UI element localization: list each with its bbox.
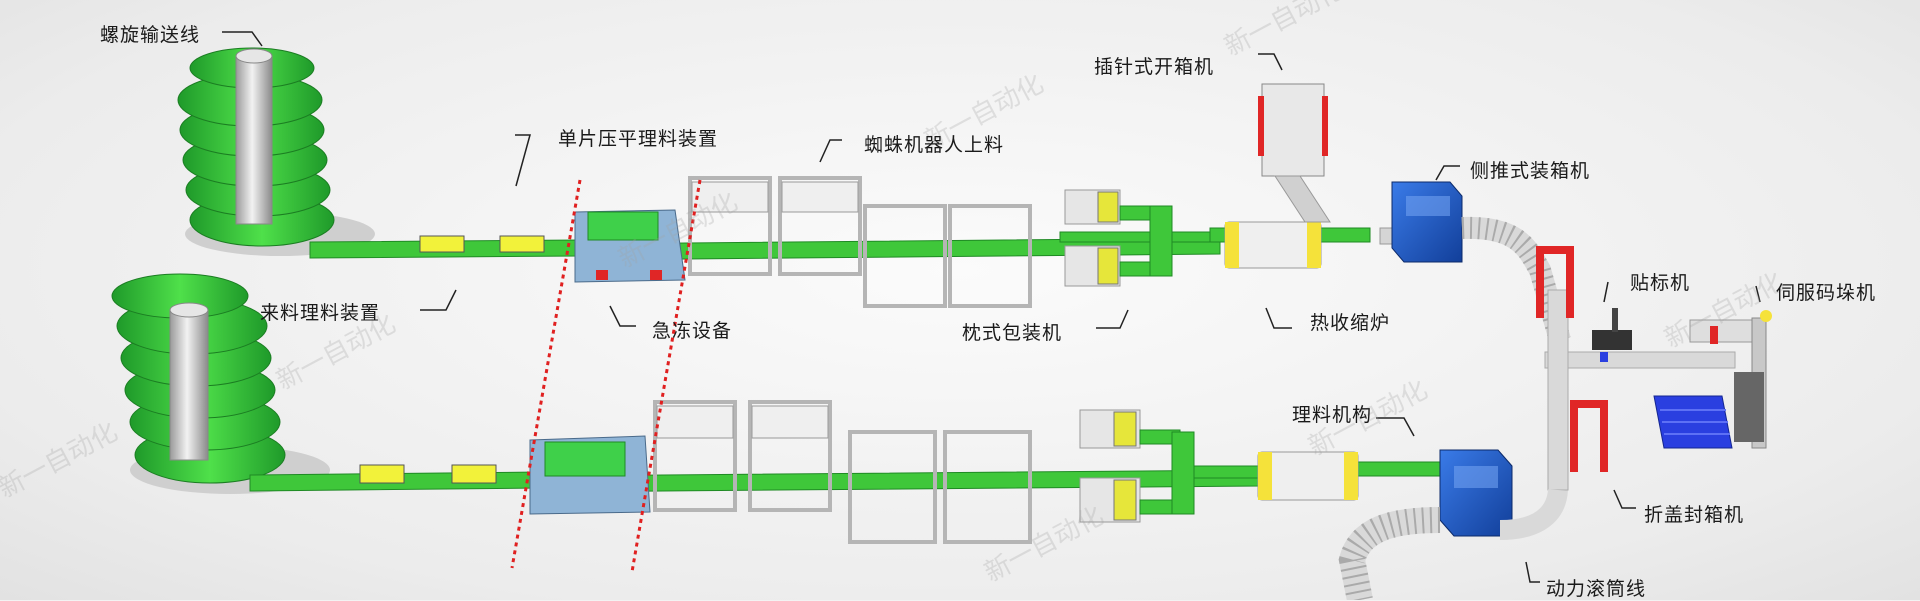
flap-sealer-bottom — [1570, 400, 1608, 472]
spiral-conveyor-top — [177, 47, 375, 256]
pillow-packers-bottom — [1079, 409, 1195, 523]
label-spiral-conveyor: 螺旋输送线 — [100, 24, 201, 46]
label-roller-line: 动力滚筒线 — [1546, 578, 1647, 600]
label-quick-freeze: 急冻设备 — [652, 320, 733, 342]
heat-shrink-top — [1224, 221, 1322, 269]
roller-line-top-curve — [1461, 216, 1571, 344]
label-servo-palletizer: 伺服码垛机 — [1776, 282, 1877, 304]
roller-line-bottom-curve — [1338, 507, 1441, 600]
side-push-packer — [1391, 181, 1463, 263]
boundary-line-right — [630, 179, 702, 573]
label-heat-shrink: 热收缩炉 — [1310, 312, 1391, 334]
robot-frames-top — [688, 176, 1032, 308]
boundary-line-left — [510, 179, 582, 569]
label-single-press: 单片压平理料装置 — [558, 128, 719, 150]
servo-palletizer — [1689, 310, 1772, 449]
label-labeler: 贴标机 — [1630, 272, 1691, 294]
case-erector — [1258, 83, 1331, 223]
label-spider-robot: 蜘蛛机器人上料 — [864, 134, 1005, 156]
pillow-packers-top — [1064, 189, 1173, 287]
label-incoming-sorting: 来料理料装置 — [260, 302, 381, 324]
flap-sealer-top — [1536, 246, 1574, 318]
label-side-push-packer: 侧推式装箱机 — [1470, 160, 1591, 182]
freezer-bottom — [529, 435, 651, 515]
label-pin-case-erector: 插针式开箱机 — [1094, 56, 1215, 78]
label-sorting-mechanism: 理料机构 — [1292, 404, 1373, 426]
freezer-top — [574, 209, 686, 283]
leader-lines — [222, 31, 1761, 583]
heat-shrink-bottom — [1257, 451, 1359, 501]
label-pillow-packer: 枕式包装机 — [962, 322, 1063, 344]
bottom-line-cases — [359, 464, 497, 484]
top-line-cases — [419, 235, 545, 253]
robot-frames-bottom — [653, 400, 1032, 544]
roller-line-right — [1499, 289, 1736, 540]
labeler-machine — [1592, 308, 1632, 362]
spiral-conveyor-bottom — [111, 273, 330, 494]
pallet — [1653, 395, 1733, 449]
bottom-case-packer — [1439, 449, 1513, 537]
label-flap-sealer: 折盖封箱机 — [1644, 504, 1745, 526]
